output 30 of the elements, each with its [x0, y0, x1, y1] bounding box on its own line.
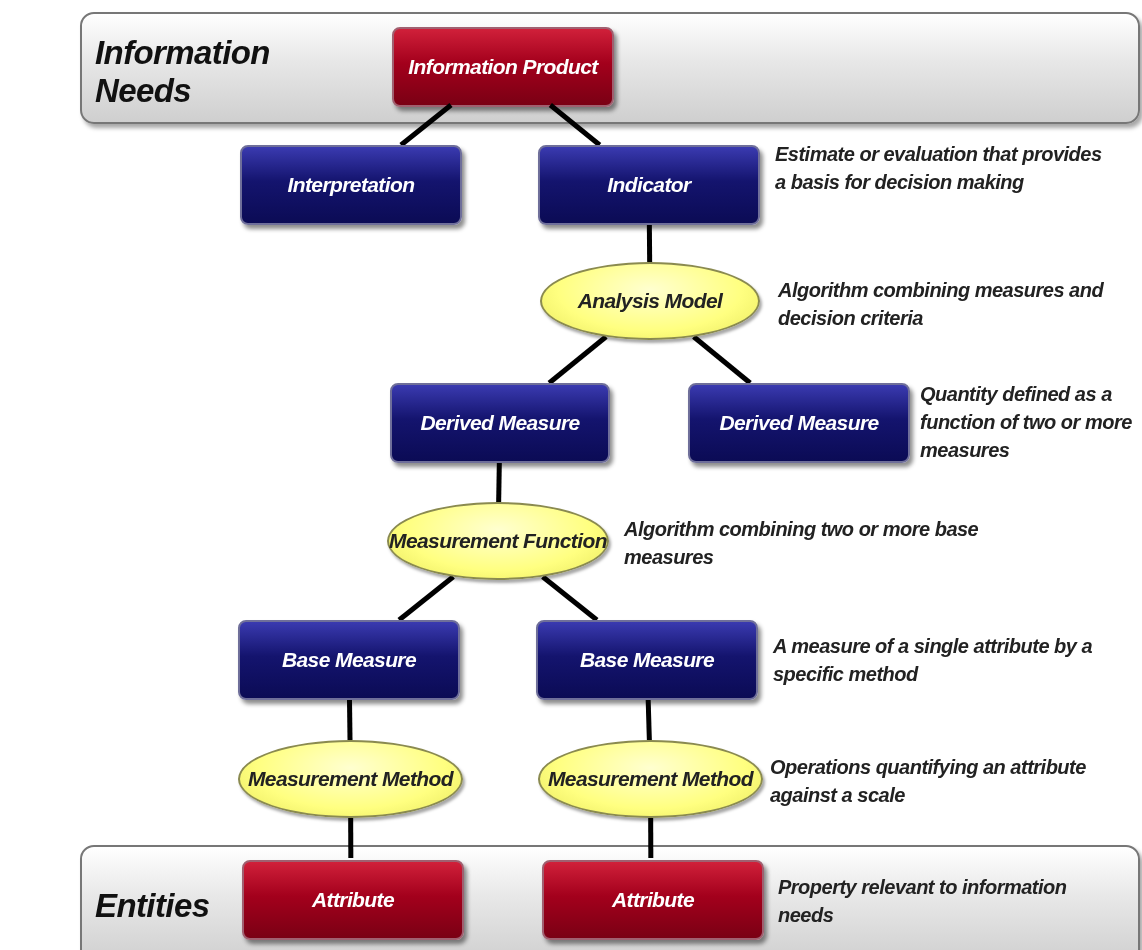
node-caption: Property relevant to information needs [778, 875, 1068, 928]
connector-line [347, 699, 353, 741]
connector-line [496, 462, 502, 503]
node-caption: Quantity defined as a function of two or more measures [920, 382, 1133, 463]
process-ellipse: Analysis Model [540, 262, 760, 340]
band-panel [80, 845, 1140, 950]
process-box: Attribute [242, 860, 464, 940]
band-title: Entities [95, 887, 211, 925]
band-panel [80, 12, 1140, 124]
process-box: Information Product [392, 27, 614, 107]
process-box: Derived Measure [688, 383, 910, 463]
process-box: Indicator [538, 145, 760, 225]
process-box: Interpretation [240, 145, 462, 225]
process-ellipse: Measurement Method [238, 740, 463, 818]
connector-line [648, 818, 654, 858]
node-caption: Algorithm combining two or more base measures [624, 517, 980, 570]
band-title: Information Needs [95, 34, 271, 110]
node-caption: A measure of a single attribute by a specific method [773, 634, 1094, 687]
process-box: Base Measure [238, 620, 460, 700]
node-caption: Estimate or evaluation that provides a basis for decision making [775, 142, 1103, 195]
process-box: Base Measure [536, 620, 758, 700]
connector-line [646, 224, 653, 262]
process-ellipse: Measurement Method [538, 740, 763, 818]
connector-line [348, 818, 354, 858]
node-caption: Algorithm combining measures and decision criteria [778, 278, 1105, 331]
connector-line [645, 699, 652, 741]
process-ellipse: Measurement Function [387, 502, 609, 580]
process-box: Derived Measure [390, 383, 610, 463]
node-caption: Operations quantifying an attribute against a scale [770, 755, 1087, 808]
process-box: Attribute [542, 860, 764, 940]
